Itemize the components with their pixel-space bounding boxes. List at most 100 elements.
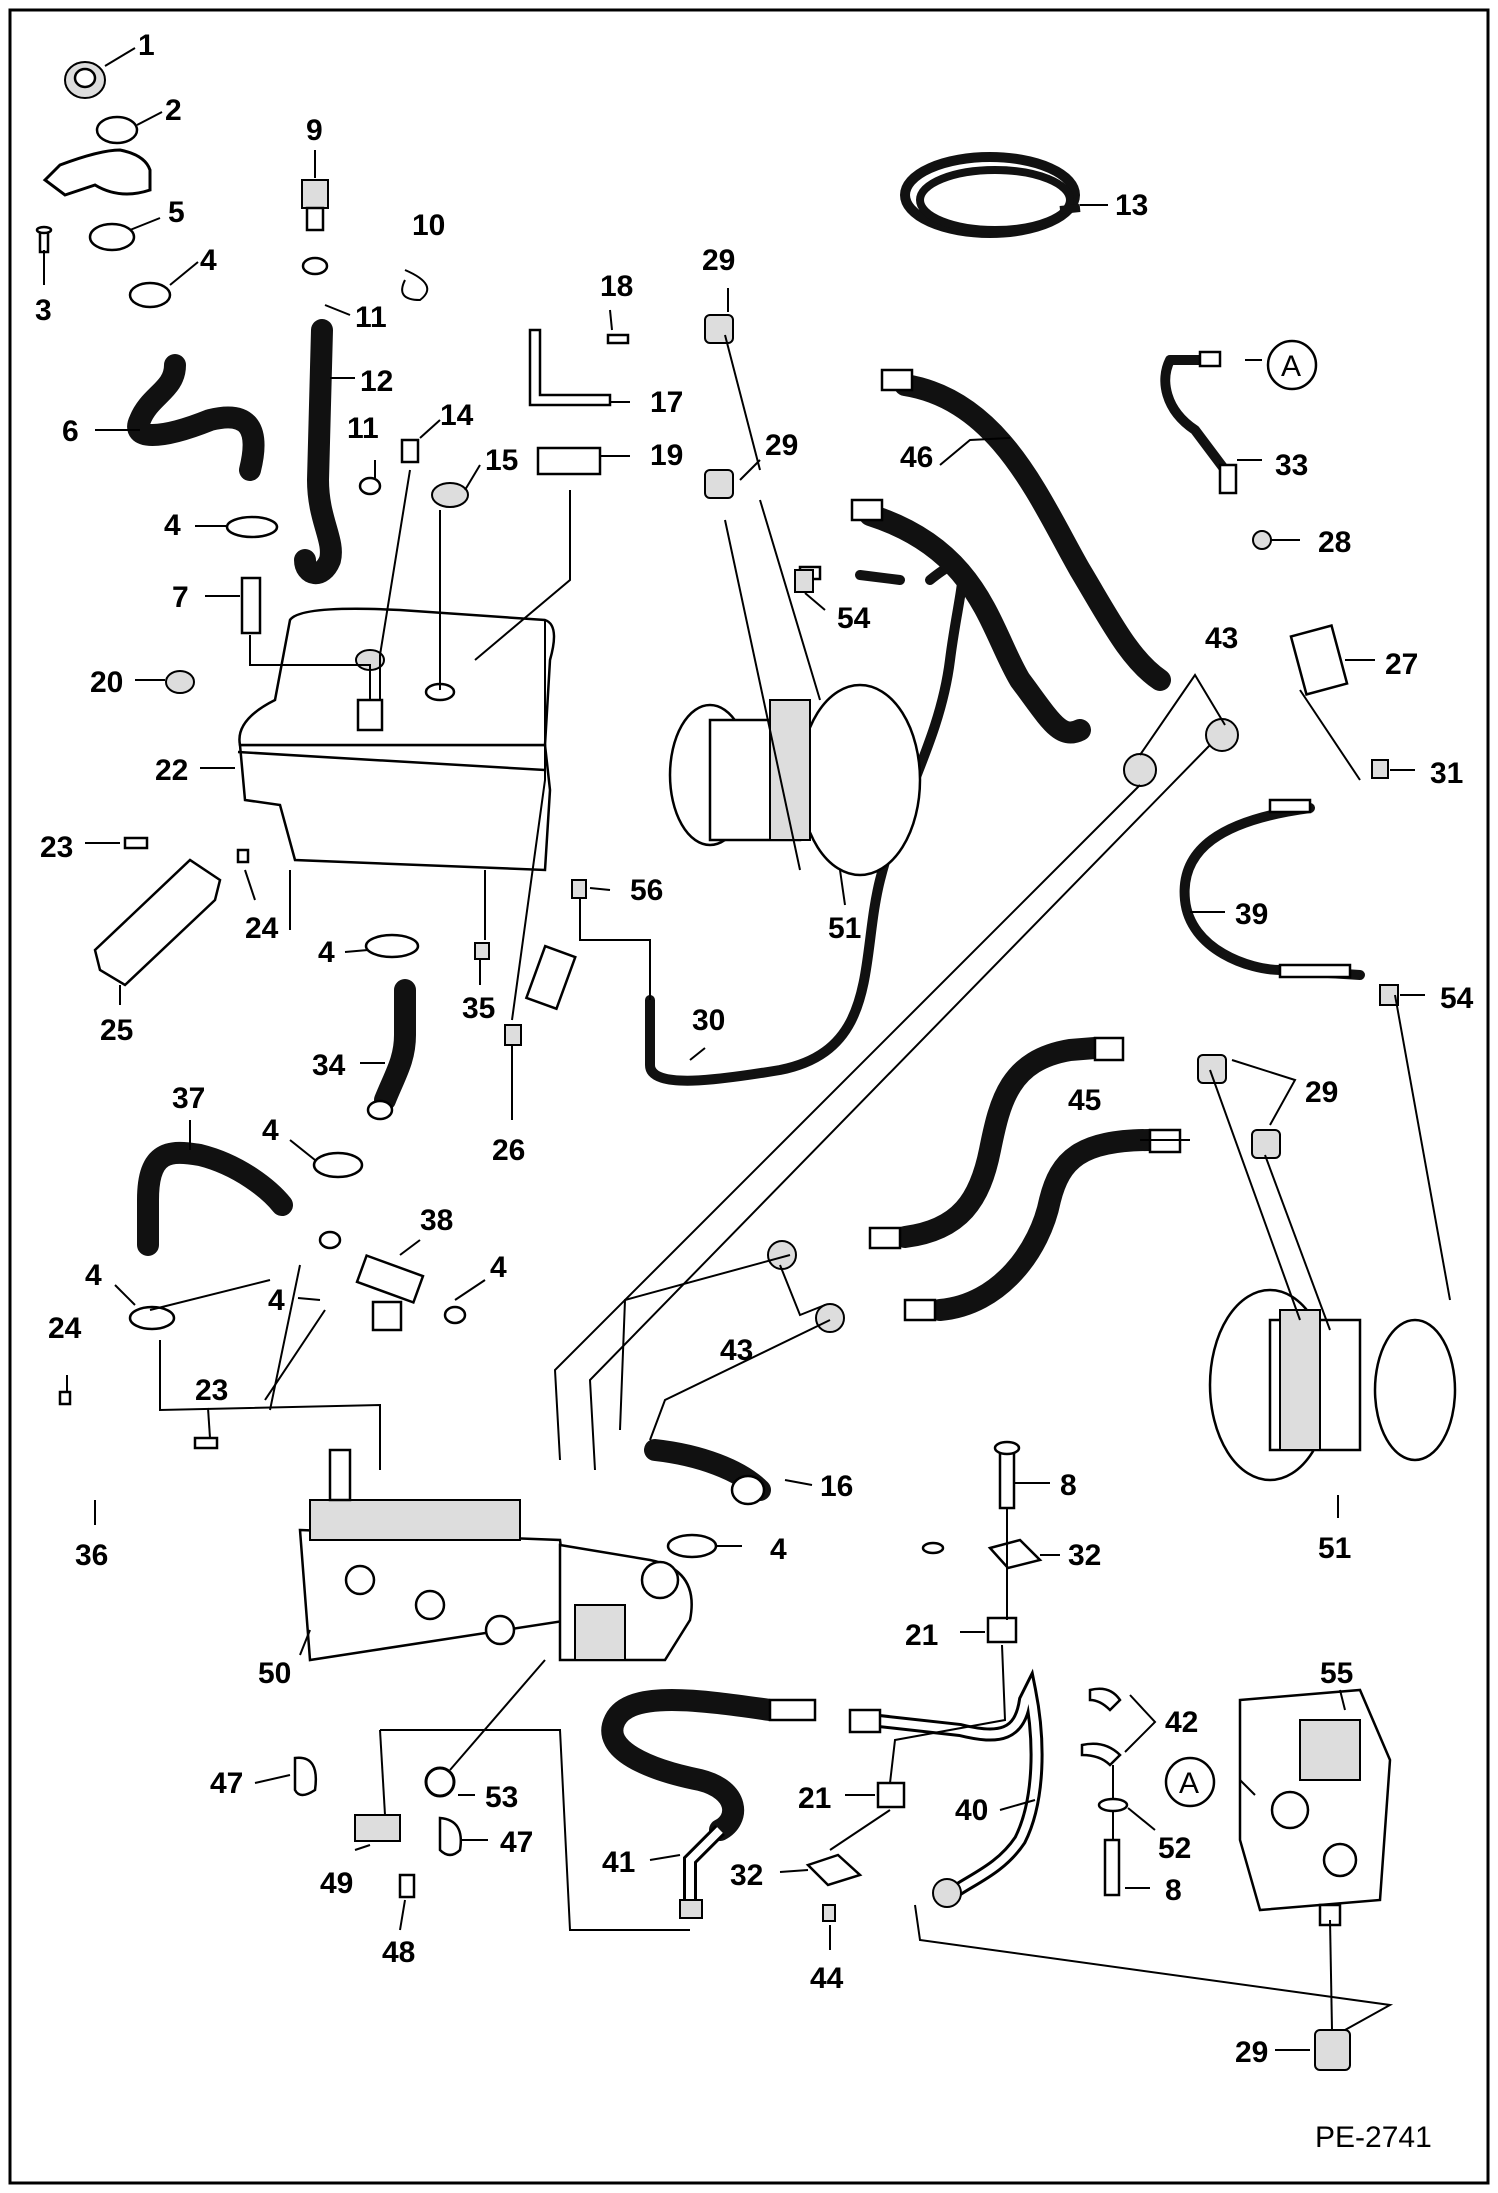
callout-44: 44 — [810, 1962, 844, 1995]
part-flange-half-47a — [293, 1756, 318, 1797]
callout-4: 4 — [200, 244, 217, 277]
callout-9: 9 — [306, 114, 323, 147]
callout-11: 11 — [355, 301, 387, 334]
callout-43: 43 — [720, 1334, 753, 1367]
callout-25: 25 — [100, 1014, 133, 1047]
callout-20: 20 — [90, 666, 123, 699]
callout-48: 48 — [382, 1936, 415, 1969]
part-gasket — [88, 222, 136, 252]
part-nut-35 — [474, 942, 490, 960]
callout-52: 52 — [1158, 1832, 1191, 1865]
callout-4: 4 — [268, 1284, 285, 1317]
part-elbow-29c — [1197, 1054, 1227, 1084]
part-elbow-29d — [1251, 1129, 1281, 1159]
part-plug — [165, 670, 195, 694]
part-hose-46a — [894, 374, 1171, 691]
part-fitting-14 — [400, 438, 420, 464]
part-washer-52 — [1097, 1797, 1129, 1813]
part-drive-motor-bottom — [1208, 1288, 1457, 1482]
part-fitting-43b — [1205, 718, 1239, 752]
callout-5: 5 — [168, 196, 185, 229]
callout-16: 16 — [820, 1470, 853, 1503]
callout-49: 49 — [320, 1867, 353, 1900]
callout-56: 56 — [630, 874, 663, 907]
part-mounting-bracket — [93, 836, 250, 987]
callout-32: 32 — [730, 1859, 763, 1892]
part-clamp-11b — [358, 476, 382, 496]
part-charge-pump — [1238, 1688, 1392, 1927]
callout-50: 50 — [258, 1657, 291, 1690]
part-cap — [431, 482, 469, 508]
part-hose-clamp-4d — [312, 1151, 364, 1179]
part-hydraulic-tank — [237, 607, 556, 872]
callout-46: 46 — [900, 441, 933, 474]
part-screw-3 — [35, 225, 53, 254]
part-fitting-43d — [815, 1303, 845, 1333]
callout-32: 32 — [1068, 1539, 1101, 1572]
diagram-code: PE-2741 — [1315, 2121, 1432, 2154]
callout-4: 4 — [770, 1533, 787, 1566]
callout-33: 33 — [1275, 449, 1308, 482]
part-filter-27 — [1289, 624, 1349, 696]
part-drive-motor-top — [668, 683, 922, 877]
part-breather-hose — [294, 319, 342, 585]
callout-18: 18 — [600, 270, 633, 303]
part-hose-33 — [1160, 355, 1230, 475]
part-clamp-stack-lower — [805, 1781, 906, 1922]
callout-40: 40 — [955, 1794, 988, 1827]
callout-23: 23 — [40, 831, 73, 864]
callout-6: 6 — [62, 415, 79, 448]
callout-13: 13 — [1115, 189, 1148, 222]
part-hose-45a — [894, 1037, 1106, 1248]
part-bolt-8b — [1103, 1838, 1121, 1897]
part-hose-46b — [859, 504, 1091, 744]
callout-10: 10 — [412, 209, 445, 242]
part-bolt-48 — [398, 1873, 416, 1899]
part-hose-41 — [601, 1689, 781, 1841]
part-filler-hose — [127, 354, 265, 481]
callout-43: 43 — [1205, 622, 1238, 655]
callout-38: 38 — [420, 1204, 453, 1237]
callout-45: 45 — [1068, 1084, 1101, 1117]
callout-7: 7 — [172, 581, 189, 614]
callout-4: 4 — [490, 1251, 507, 1284]
callout-34: 34 — [312, 1049, 346, 1082]
callout-28: 28 — [1318, 526, 1351, 559]
part-hose-clamp-3 — [364, 933, 420, 959]
part-filter — [524, 879, 587, 1011]
part-cable-tie — [401, 269, 429, 302]
reference-marker-a-top: A — [1266, 339, 1318, 391]
callout-21: 21 — [905, 1619, 938, 1652]
part-bracket — [528, 328, 612, 407]
part-tee-fitting — [318, 1230, 467, 1332]
part-breather — [301, 179, 329, 232]
part-elbow-49 — [354, 1814, 401, 1842]
callout-17: 17 — [650, 386, 683, 419]
callout-19: 19 — [650, 439, 683, 472]
part-hose-45b — [929, 1129, 1161, 1321]
callout-15: 15 — [485, 444, 518, 477]
callout-3: 3 — [35, 294, 52, 327]
callout-4: 4 — [164, 509, 181, 542]
callout-4: 4 — [85, 1259, 102, 1292]
callout-4: 4 — [318, 936, 335, 969]
callout-41: 41 — [602, 1846, 635, 1879]
diagram-border — [8, 8, 1490, 2185]
callout-14: 14 — [440, 399, 474, 432]
callout-31: 31 — [1430, 757, 1463, 790]
part-hydrostatic-pump — [298, 1448, 693, 1662]
callout-42: 42 — [1165, 1706, 1198, 1739]
callout-54: 54 — [1440, 982, 1474, 1015]
callout-39: 39 — [1235, 898, 1268, 931]
callout-12: 12 — [360, 365, 393, 398]
callout-53: 53 — [485, 1781, 518, 1814]
part-bolt-18 — [606, 333, 630, 345]
part-suction-hose — [374, 979, 416, 1111]
part-fitting-43c — [767, 1240, 797, 1270]
callout-51: 51 — [828, 912, 861, 945]
callout-47: 47 — [210, 1767, 243, 1800]
callout-29: 29 — [1235, 2036, 1268, 2069]
part-clamp-stack-upper — [921, 1440, 1043, 1644]
callout-27: 27 — [1385, 648, 1418, 681]
